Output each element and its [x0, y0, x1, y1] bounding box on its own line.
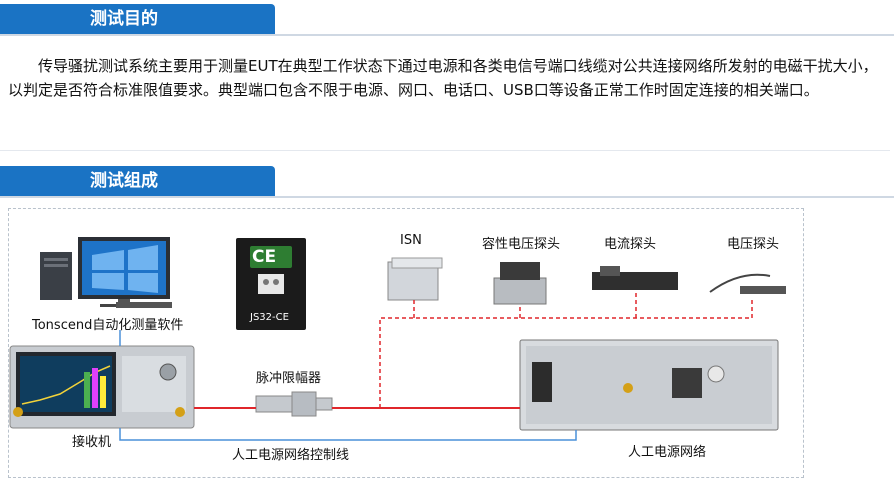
isn-icon: [387, 257, 443, 301]
divider: [0, 34, 894, 36]
section-header-purpose: 测试目的: [0, 4, 275, 34]
purpose-box: [0, 40, 890, 151]
lisn-icon: [519, 339, 779, 431]
voltage-probe-icon: [709, 273, 786, 294]
lisn-label: 人工电源网络: [628, 445, 707, 460]
ce-card: [236, 238, 306, 330]
current-probe-icon: [592, 266, 678, 290]
isn-label: ISN: [400, 233, 422, 248]
control-line: [119, 428, 577, 441]
probe-bus-line: [379, 300, 753, 408]
capacitive-probe-icon: [493, 262, 547, 305]
divider: [0, 196, 894, 198]
current-probe-label: 电流探头: [604, 237, 657, 252]
voltage-probe-label: 电压探头: [727, 237, 780, 252]
purpose-paragraph: 传导骚扰测试系统主要用于测量EUT在典型工作状态下通过电源和各类电信号端口线缆对…: [8, 57, 878, 99]
software-label: Tonscend自动化测量软件: [32, 318, 184, 333]
receiver-icon: [9, 345, 195, 429]
ce-card-label: JS32-CE: [250, 312, 289, 323]
cap-probe-label: 容性电压探头: [482, 237, 561, 252]
control-line-label: 人工电源网络控制线: [232, 448, 350, 463]
system-diagram: [8, 208, 804, 478]
pc-tower-icon: [40, 252, 72, 300]
pulse-limiter-icon: [255, 391, 333, 417]
ce-logo-text: CE: [252, 247, 277, 267]
section-title: 测试目的: [90, 9, 158, 29]
limiter-label: 脉冲限幅器: [256, 371, 322, 386]
section-header-composition: 测试组成: [0, 166, 275, 196]
receiver-label: 接收机: [72, 435, 112, 450]
monitor-icon: [78, 237, 172, 308]
section-title: 测试组成: [90, 171, 158, 191]
